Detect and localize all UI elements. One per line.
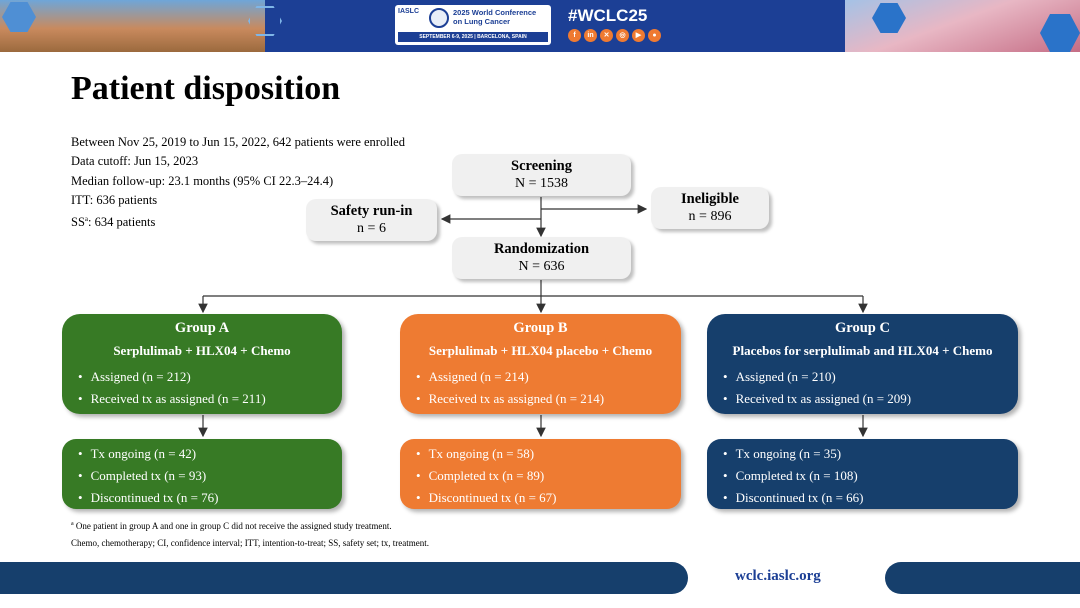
group-a-ongoing: Tx ongoing (n = 42) [78,443,342,465]
group-a-title: Group A [174,320,230,336]
footnote-text: One patient in group A and one in group … [75,521,392,531]
info-ss: SSa: 634 patients [71,210,405,232]
group-a-completed: Completed tx (n = 93) [78,465,342,487]
safety-run-in-n: n = 6 [357,221,386,236]
safety-run-in-label: Safety run-in [330,203,413,219]
group-a-discontinued: Discontinued tx (n = 76) [78,487,342,509]
website-link[interactable]: wclc.iaslc.org [735,568,821,584]
x-icon[interactable]: ✕ [600,29,613,42]
info-followup: Median follow-up: 23.1 months (95% CI 22… [71,173,334,188]
group-c-received: Received tx as assigned (n = 209) [723,388,1018,410]
group-a-box: Group A Serplulimab + HLX04 + Chemo Assi… [62,314,342,414]
conference-name: 2025 World Conference on Lung Cancer [453,8,549,26]
globe-icon [429,8,449,28]
group-b-outcome-box: Tx ongoing (n = 58) Completed tx (n = 89… [400,439,681,509]
youtube-icon[interactable]: ▶ [632,29,645,42]
screening-box: Screening N = 1538 [452,154,631,196]
conference-name-line2: on Lung Cancer [453,17,511,26]
ss-footnote-marker: a [84,215,89,224]
randomization-n: N = 636 [518,259,565,274]
wechat-icon[interactable]: ● [648,29,661,42]
study-info: Between Nov 25, 2019 to Jun 15, 2022, 64… [71,133,405,233]
page-title: Patient disposition [71,70,341,107]
conference-name-line1: 2025 World Conference [453,8,537,17]
footnote-untreated: a One patient in group A and one in grou… [71,521,392,531]
screening-label: Screening [511,158,572,174]
info-itt: ITT: 636 patients [71,192,158,207]
group-b-received: Received tx as assigned (n = 214) [416,388,681,410]
randomization-label: Randomization [493,241,590,257]
group-b-assigned: Assigned (n = 214) [416,366,681,388]
group-b-completed: Completed tx (n = 89) [416,465,681,487]
social-icons: f in ✕ ◎ ▶ ● [568,29,661,42]
group-b-box: Group B Serplulimab + HLX04 placebo + Ch… [400,314,681,414]
group-c-assigned: Assigned (n = 210) [723,366,1018,388]
footnote-marker: a [71,521,74,527]
hexagon-decoration [248,6,282,36]
group-a-regimen: Serplulimab + HLX04 + Chemo [113,343,291,358]
linkedin-icon[interactable]: in [584,29,597,42]
ineligible-box: Ineligible n = 896 [651,187,769,229]
ss-label: SS [71,215,85,230]
group-b-discontinued: Discontinued tx (n = 67) [416,487,681,509]
group-c-discontinued: Discontinued tx (n = 66) [723,487,1018,509]
group-c-regimen: Placebos for serplulimab and HLX04 + Che… [732,343,993,358]
footer-bar-left [0,562,688,594]
ineligible-n: n = 896 [688,209,732,224]
hashtag: #WCLC25 [568,6,648,25]
group-b-regimen: Serplulimab + HLX04 placebo + Chemo [428,343,653,358]
group-a-assigned: Assigned (n = 212) [78,366,342,388]
info-cutoff: Data cutoff: Jun 15, 2023 [71,154,199,169]
group-c-ongoing: Tx ongoing (n = 35) [723,443,1018,465]
group-a-received: Received tx as assigned (n = 211) [78,388,342,410]
footer-bar-right [885,562,1080,594]
facebook-icon[interactable]: f [568,29,581,42]
safety-run-in-box: Safety run-in n = 6 [306,199,437,241]
info-enrollment: Between Nov 25, 2019 to Jun 15, 2022, 64… [71,135,405,149]
conference-dates: SEPTEMBER 6-9, 2025 | BARCELONA, SPAIN [398,32,548,42]
footnote-abbreviations: Chemo, chemotherapy; CI, confidence inte… [71,538,429,548]
conference-logo: IASLC 2025 World Conference on Lung Canc… [395,5,551,45]
ss-value: : 634 patients [88,215,156,230]
barcelona-photo-left [0,0,265,52]
conference-banner: IASLC 2025 World Conference on Lung Canc… [0,0,1080,52]
group-c-outcome-box: Tx ongoing (n = 35) Completed tx (n = 10… [707,439,1018,509]
group-c-box: Group C Placebos for serplulimab and HLX… [707,314,1018,414]
instagram-icon[interactable]: ◎ [616,29,629,42]
org-name: IASLC [398,8,419,15]
group-b-ongoing: Tx ongoing (n = 58) [416,443,681,465]
hexagon-decoration [872,3,906,33]
group-c-completed: Completed tx (n = 108) [723,465,1018,487]
ineligible-label: Ineligible [680,191,739,207]
group-c-title: Group C [835,320,890,336]
screening-n: N = 1538 [514,176,568,191]
group-b-title: Group B [513,320,568,336]
group-a-outcome-box: Tx ongoing (n = 42) Completed tx (n = 93… [62,439,342,509]
randomization-box: Randomization N = 636 [452,237,631,279]
